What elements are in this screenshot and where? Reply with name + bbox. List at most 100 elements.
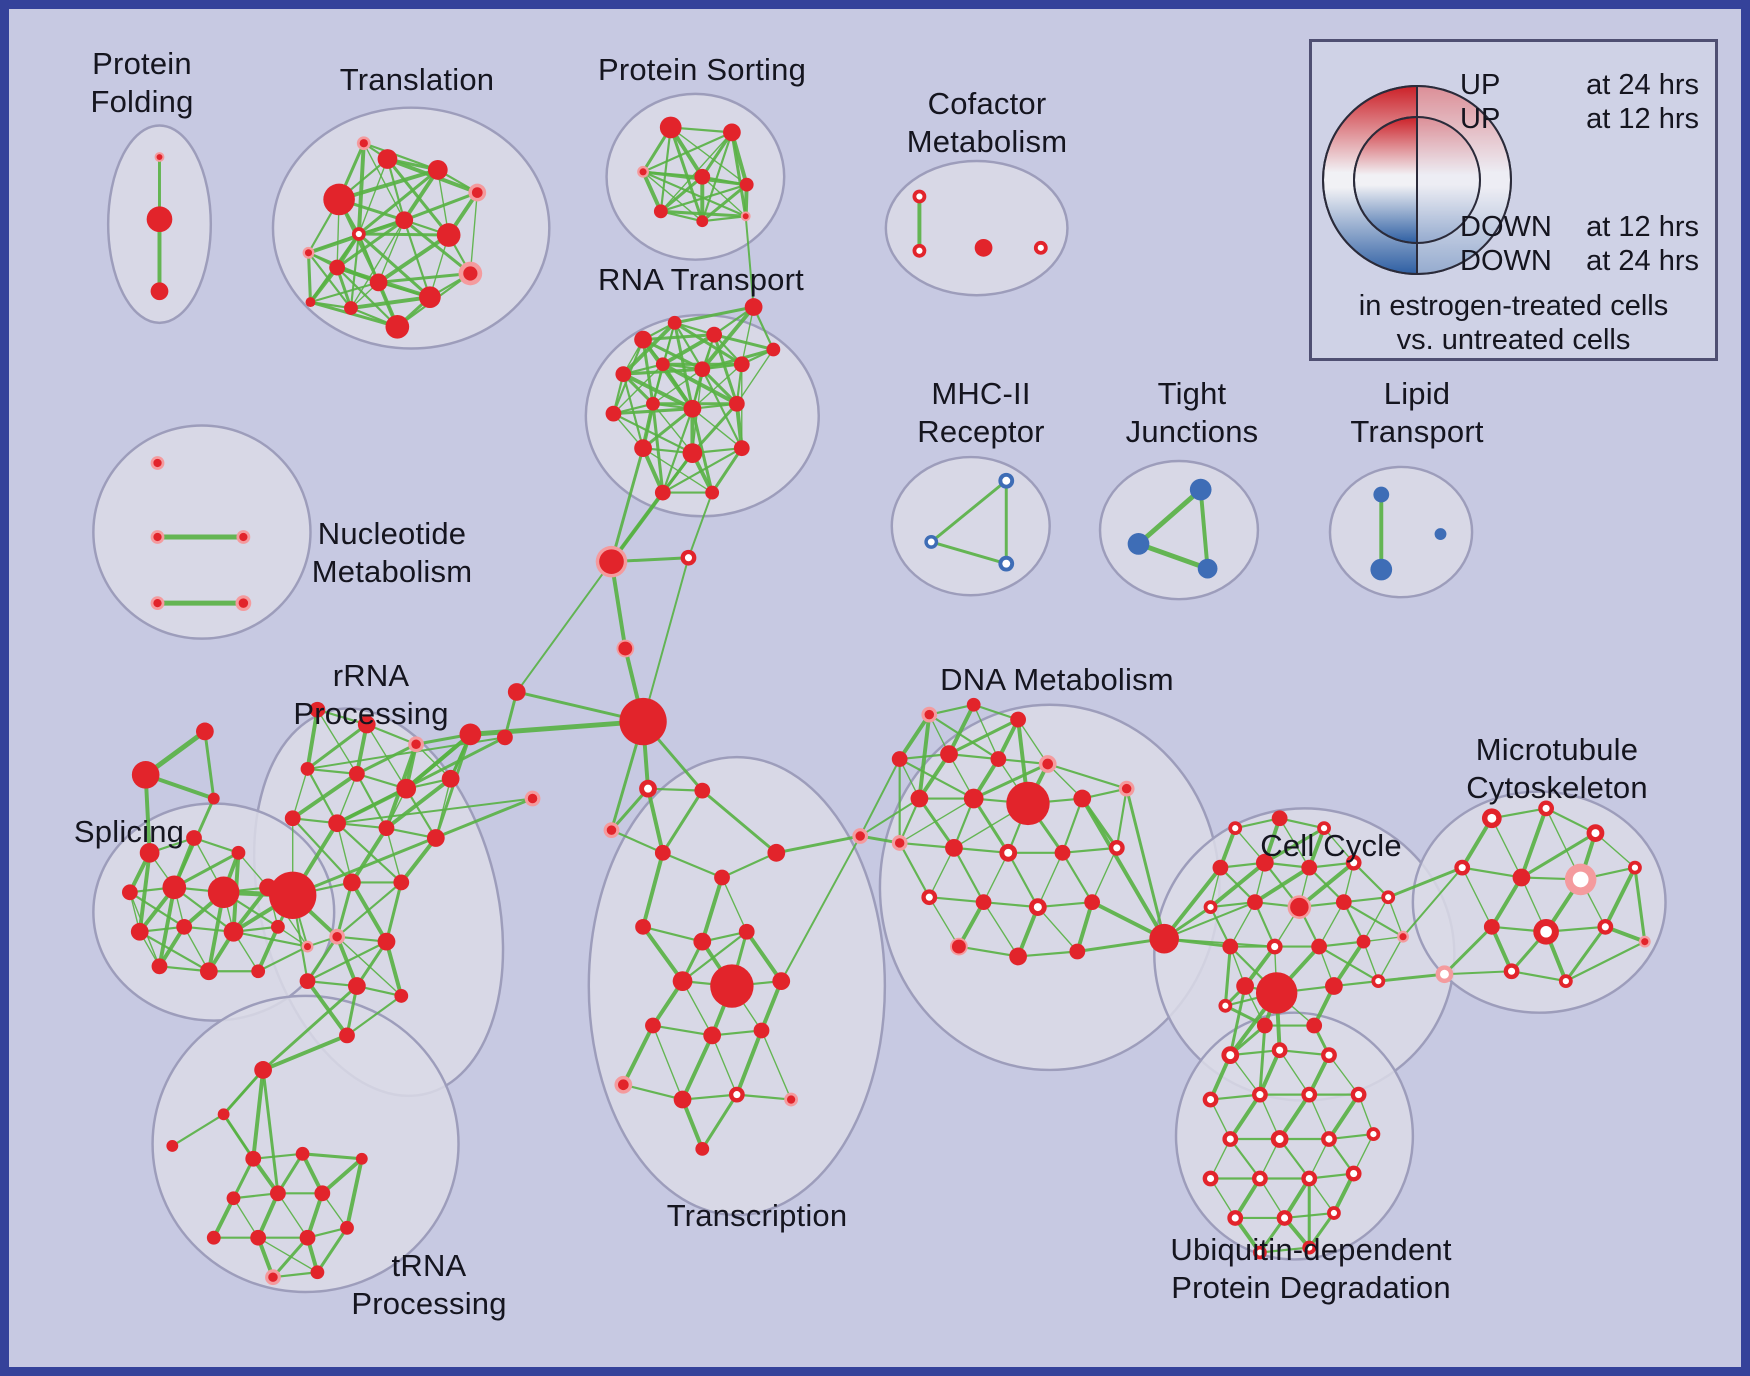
cluster-label-rrna-processing: rRNA Processing — [293, 658, 449, 731]
network-edge — [701, 131, 733, 223]
network-node — [966, 697, 981, 712]
cluster-ellipse-trna-processing — [151, 994, 460, 1294]
network-edge — [1007, 851, 1039, 909]
network-edge — [261, 1068, 280, 1195]
network-edge — [305, 979, 349, 1038]
network-node-center — [1385, 894, 1392, 901]
cluster-label-tight-junctions: Tight Junctions — [1125, 376, 1259, 449]
legend-circle — [1322, 85, 1512, 275]
network-nodes — [121, 116, 1651, 1286]
network-node — [393, 874, 410, 891]
network-edge — [1564, 925, 1607, 983]
network-node — [615, 366, 632, 383]
network-node-center — [927, 538, 935, 546]
network-node — [270, 1185, 286, 1202]
network-node — [738, 923, 755, 940]
network-edge — [700, 130, 734, 179]
network-node-center — [1037, 244, 1044, 251]
network-node — [436, 223, 461, 247]
network-edge — [1402, 866, 1464, 938]
network-node — [975, 894, 992, 911]
network-node-center — [268, 1272, 278, 1282]
network-node — [369, 273, 388, 292]
network-node — [176, 918, 193, 935]
network-edge — [659, 175, 704, 213]
network-node — [339, 1027, 355, 1044]
network-edge — [744, 929, 784, 984]
network-node — [309, 701, 326, 718]
network-node — [269, 871, 317, 919]
network-edge — [335, 880, 354, 939]
network-edge — [377, 271, 472, 284]
network-node — [299, 1229, 316, 1246]
network-edge — [661, 789, 704, 855]
network-edge — [356, 141, 366, 236]
network-node — [250, 1229, 267, 1246]
network-edge — [307, 251, 353, 310]
network-edge — [1061, 846, 1118, 854]
network-node — [739, 177, 754, 192]
network-edge — [700, 1093, 739, 1151]
network-edge — [622, 1083, 684, 1101]
network-edge — [673, 305, 756, 325]
network-node — [1356, 934, 1371, 949]
network-node — [441, 769, 460, 788]
network-edge — [1209, 1093, 1261, 1101]
network-node-center — [153, 598, 162, 608]
network-node — [131, 761, 160, 789]
network-node — [150, 282, 169, 301]
network-edge — [690, 407, 714, 495]
network-node — [199, 962, 218, 981]
network-edge — [337, 167, 440, 202]
network-node — [395, 211, 414, 230]
legend-dir: DOWN — [1460, 245, 1552, 277]
network-edge — [222, 1068, 265, 1116]
cluster-label-dna-metabolism: DNA Metabolism — [940, 662, 1174, 697]
network-edge — [701, 368, 743, 450]
network-edge — [661, 851, 724, 879]
network-node — [974, 238, 993, 257]
network-edge — [1017, 718, 1049, 765]
network-edge — [203, 729, 216, 801]
network-edge — [928, 896, 985, 904]
network-edge — [1443, 970, 1513, 976]
network-node — [1325, 977, 1343, 995]
network-node-center — [1487, 813, 1497, 823]
network-edge — [1017, 950, 1079, 958]
network-node-center — [1641, 938, 1649, 946]
legend-dir: DOWN — [1460, 211, 1552, 243]
network-edge — [691, 408, 743, 449]
network-node-center — [153, 458, 162, 468]
network-node-center — [1121, 783, 1132, 794]
cluster-label-splicing: Splicing — [73, 814, 185, 849]
network-node-center — [1540, 925, 1552, 938]
network-edge — [982, 901, 1039, 909]
cluster-ellipse-cofactor-metabolism — [884, 159, 1069, 297]
network-node-center — [1002, 476, 1011, 485]
network-node — [1236, 977, 1254, 995]
network-edge — [612, 363, 664, 415]
network-edge — [609, 787, 650, 832]
network-edge — [660, 332, 717, 367]
cluster-label-ubiquitin: Ubiquitin-dependent Protein Degradation — [1170, 1232, 1452, 1305]
legend-footer-line1: in estrogen-treated cells — [1358, 290, 1669, 322]
network-edge — [652, 403, 694, 454]
network-edge — [659, 209, 748, 218]
network-edge — [859, 758, 901, 838]
network-node — [705, 485, 720, 500]
network-edge — [973, 704, 1000, 760]
network-node-center — [1206, 1174, 1215, 1183]
network-edge — [1125, 787, 1166, 941]
network-edge — [1162, 865, 1223, 941]
network-edge — [291, 797, 535, 897]
network-node-center — [639, 168, 647, 176]
cluster-label-rna-transport: RNA Transport — [598, 262, 804, 297]
network-edge — [257, 945, 309, 973]
cluster-ellipse-rna-transport — [584, 313, 820, 518]
network-edge — [252, 1152, 304, 1160]
network-node — [990, 751, 1007, 767]
cluster-label-mhc-ii: MHC-II Receptor — [917, 376, 1045, 449]
network-edge — [402, 218, 472, 276]
network-edge — [982, 852, 1009, 903]
network-edge — [1461, 866, 1523, 879]
